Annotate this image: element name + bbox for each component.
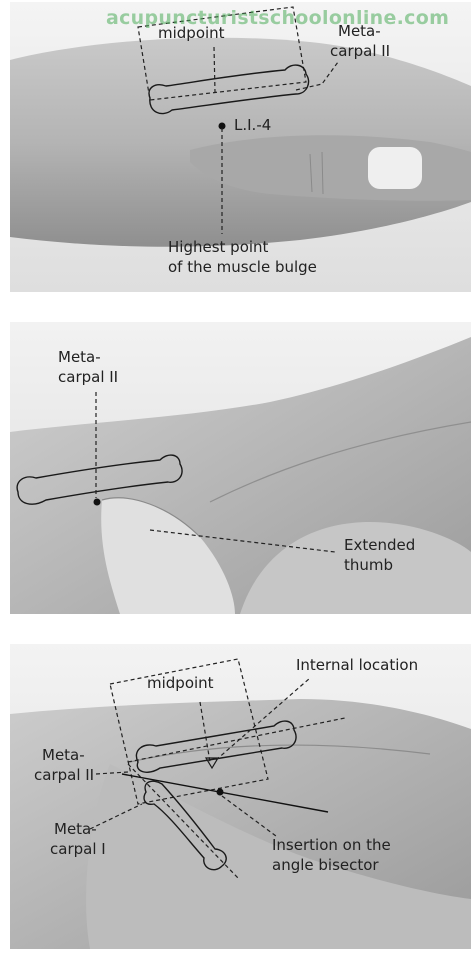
photo-panel-2: Meta- carpal II Extended thumb <box>10 322 471 614</box>
metacarpal-label-line2: carpal II <box>58 368 118 387</box>
metacarpal-i-label-line2: carpal I <box>50 840 106 859</box>
insertion-label-line1: Insertion on the <box>272 836 391 855</box>
internal-location-label: Internal location <box>296 656 418 675</box>
thumb-label-line2: thumb <box>344 556 393 575</box>
li4-label: L.I.-4 <box>234 116 271 135</box>
metacarpal-ii-label-line1: Meta- <box>42 746 85 765</box>
midpoint-label: midpoint <box>147 674 214 693</box>
metacarpal-label-line2: carpal II <box>330 42 390 61</box>
bulge-label-line1: Highest point <box>168 238 268 257</box>
bulge-label-line2: of the muscle bulge <box>168 258 317 277</box>
photo-panel-3: midpoint Internal location Meta- carpal … <box>10 644 471 949</box>
photo-panel-1: acupuncturistschoolonline.com midpoint M… <box>10 2 471 292</box>
metacarpal-i-label-line1: Meta- <box>54 820 97 839</box>
metacarpal-ii-label-line2: carpal II <box>34 766 94 785</box>
li4-point-marker <box>94 499 101 506</box>
metacarpal-label-line1: Meta- <box>338 22 381 41</box>
midpoint-label: midpoint <box>158 24 225 43</box>
thumbnail-nail <box>368 147 422 189</box>
metacarpal-label-line1: Meta- <box>58 348 101 367</box>
insertion-point-marker <box>217 789 224 796</box>
insertion-label-line2: angle bisector <box>272 856 379 875</box>
hand-photo-3 <box>10 644 471 949</box>
thumb-label-line1: Extended <box>344 536 415 555</box>
